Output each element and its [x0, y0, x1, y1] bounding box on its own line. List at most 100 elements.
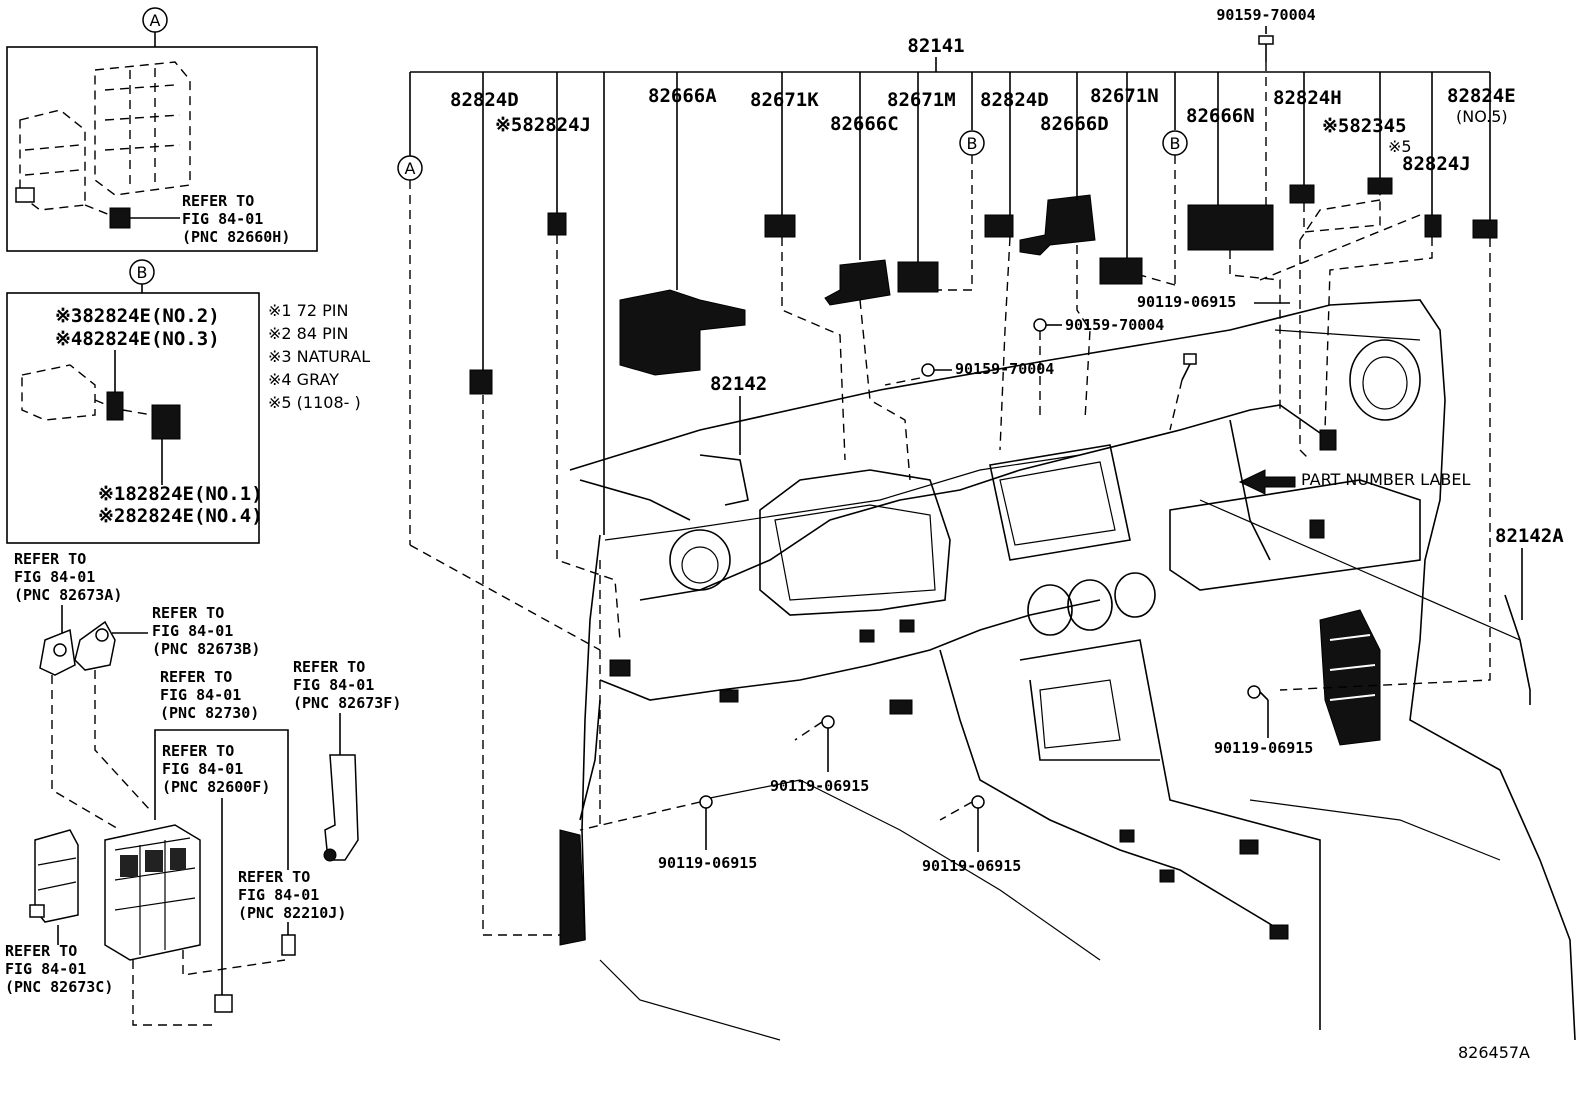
part-82141: 82141 — [907, 35, 964, 57]
fastener-a: 90119-06915 — [1137, 293, 1290, 311]
arrow-icon — [1238, 469, 1296, 495]
legend-note-5: ※5 (1108- ) — [268, 393, 361, 412]
fastener-d — [1169, 353, 1197, 431]
part-82824j-right: 82824J — [1402, 153, 1471, 175]
relay-bracket-icon — [29, 829, 79, 923]
svg-text:90159-70004: 90159-70004 — [1065, 316, 1164, 334]
connector-82824j-right-icon — [1424, 214, 1442, 238]
ref-82210j: REFER TO FIG 84-01 (PNC 82210J) — [238, 868, 346, 956]
legend-note-4: ※4 GRAY — [268, 370, 339, 389]
svg-text:90119-06915: 90119-06915 — [922, 857, 1021, 875]
inset-a: A REFER TO FIG 84-01 (PNC 82660H) — [6, 7, 318, 252]
svg-text:90119-06915: 90119-06915 — [1137, 293, 1236, 311]
part-82671k: 82671K — [750, 89, 819, 111]
svg-text:90119-06915: 90119-06915 — [770, 777, 869, 795]
bracket-82673b-icon — [74, 620, 116, 671]
inset-a-frame — [6, 46, 318, 252]
fastener-top: 90159-70004 — [1216, 6, 1316, 205]
part-82142a-group: 82142A — [1495, 525, 1564, 705]
svg-text:(PNC 82600F): (PNC 82600F) — [162, 778, 270, 796]
kick-panel-harness-icon — [559, 829, 586, 946]
connector-82671k-icon — [764, 214, 796, 238]
part-82142a: 82142A — [1495, 525, 1564, 547]
svg-text:REFER TO: REFER TO — [5, 942, 77, 960]
fastener-e: 90119-06915 — [770, 715, 869, 795]
connector-icon — [109, 207, 131, 229]
part-82142: 82142 — [710, 373, 767, 395]
callout-b-label: B — [137, 263, 148, 282]
main-leader-bar: 82141 — [409, 35, 1491, 535]
part-82824e-no5: 82824E — [1447, 85, 1516, 107]
clip-82600f-icon — [214, 994, 233, 1013]
part-82142-group: 82142 — [699, 373, 767, 506]
junction-box-lower-icon — [104, 824, 201, 961]
fastener-h: 90119-06915 — [1214, 685, 1313, 757]
svg-text:B: B — [967, 134, 978, 153]
relay-block-icon — [21, 364, 96, 421]
dashboard-illustration — [559, 299, 1576, 1041]
ref-82673a: REFER TO FIG 84-01 (PNC 82673A) — [14, 550, 122, 676]
svg-text:(PNC 82210J): (PNC 82210J) — [238, 904, 346, 922]
bracket-82673f-icon — [324, 754, 359, 861]
part-82666a: 82666A — [648, 85, 717, 107]
fastener-f: 90119-06915 — [579, 795, 757, 872]
ref-82660h-line2: FIG 84-01 — [182, 210, 263, 228]
clip-82210j-icon — [281, 934, 296, 956]
svg-text:(PNC 82730): (PNC 82730) — [160, 704, 259, 722]
ref-82673c: REFER TO FIG 84-01 (PNC 82673C) — [5, 942, 113, 996]
ref-82730: REFER TO FIG 84-01 (PNC 82730) — [154, 668, 289, 870]
part-82824d-mid: 82824D — [980, 89, 1049, 111]
screw-icon — [1033, 318, 1047, 332]
svg-text:(PNC 82673B): (PNC 82673B) — [152, 640, 260, 658]
part-number-label: PART NUMBER LABEL — [1301, 470, 1470, 489]
ref-82660h-line3: (PNC 82660H) — [182, 228, 290, 246]
right-harness-block-icon — [1319, 609, 1381, 746]
svg-text:REFER TO: REFER TO — [152, 604, 224, 622]
callout-b-main-1: B — [930, 130, 985, 291]
fastener-g: 90119-06915 — [922, 795, 1021, 875]
part-82345: ※582345 — [1322, 115, 1407, 137]
callout-a-label: A — [150, 11, 161, 30]
callout-b-main-2: B — [1139, 130, 1188, 286]
svg-text:(PNC 82673C): (PNC 82673C) — [5, 978, 113, 996]
svg-text:FIG 84-01: FIG 84-01 — [238, 886, 319, 904]
fastener-c: 90159-70004 — [884, 360, 1054, 386]
ref-82673b: REFER TO FIG 84-01 (PNC 82673B) — [74, 604, 260, 671]
svg-text:FIG 84-01: FIG 84-01 — [162, 760, 243, 778]
connector-82671m-icon — [897, 261, 939, 293]
connector-82824j-icon — [547, 212, 567, 236]
inset-b: B ※382824E(NO.2) ※482824E(NO.3) ※182824E… — [6, 259, 263, 544]
fastener-b: 90159-70004 — [1033, 316, 1164, 420]
callout-a-main: A — [397, 155, 601, 651]
connector-no1-icon — [151, 404, 181, 440]
svg-text:REFER TO: REFER TO — [238, 868, 310, 886]
connector-82824d-icon — [469, 369, 493, 395]
connector-82824d-mid-icon — [984, 214, 1014, 238]
connector-82824h-icon — [1289, 184, 1315, 204]
part-82824e-no1: ※182824E(NO.1) — [98, 483, 263, 505]
part-82824d-left: 82824D — [450, 89, 519, 111]
svg-text:B: B — [1170, 134, 1181, 153]
part-82666c: 82666C — [830, 113, 899, 135]
ref-82600f: REFER TO FIG 84-01 (PNC 82600F) — [162, 742, 270, 1013]
fastener-90159-70004-top: 90159-70004 — [1216, 6, 1315, 24]
svg-text:90159-70004: 90159-70004 — [955, 360, 1054, 378]
connector-82671n-icon — [1099, 257, 1143, 285]
part-82671m: 82671M — [887, 89, 956, 111]
part-82666d: 82666D — [1040, 113, 1109, 135]
connector-82666a-icon — [619, 289, 746, 376]
part-82824e-no5-note: (NO.5) — [1456, 107, 1508, 126]
svg-text:(PNC 82673A): (PNC 82673A) — [14, 586, 122, 604]
connector-82666n-icon — [1187, 204, 1274, 251]
svg-text:90119-06915: 90119-06915 — [658, 854, 757, 872]
connector-82666d-icon — [1019, 194, 1096, 256]
part-82824e-no2: ※382824E(NO.2) — [55, 305, 220, 327]
svg-text:REFER TO: REFER TO — [14, 550, 86, 568]
connectors — [469, 177, 1498, 395]
part-number-label-group: PART NUMBER LABEL — [1238, 469, 1470, 495]
part-82824j-right-note: ※5 — [1388, 137, 1412, 156]
bolt-icon — [1258, 35, 1274, 45]
figure-id: 826457A — [1458, 1043, 1530, 1062]
legend-note-2: ※2 84 PIN — [268, 324, 348, 343]
svg-text:REFER TO: REFER TO — [160, 668, 232, 686]
